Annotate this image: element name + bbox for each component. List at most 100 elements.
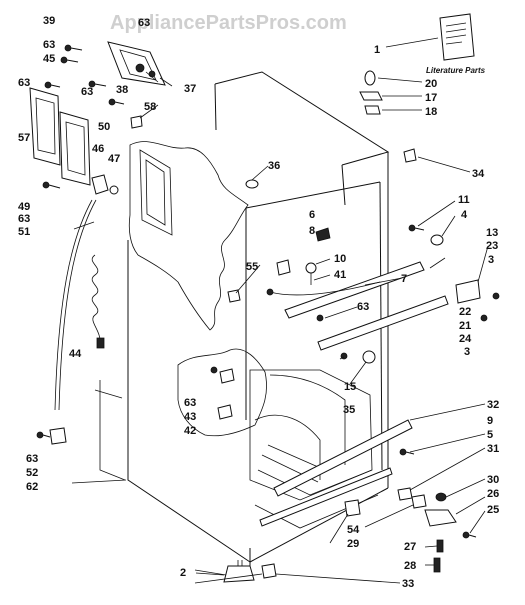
callout-29: 29 (347, 538, 359, 550)
callout-9: 9 (487, 415, 493, 427)
callout-58: 58 (144, 101, 156, 113)
callout-21: 21 (459, 320, 471, 332)
callout-labels: 39 63 63 45 63 63 38 37 58 50 57 46 47 4… (18, 15, 499, 590)
knob-36 (245, 179, 259, 189)
callout-25: 25 (487, 504, 499, 516)
callout-33: 33 (402, 578, 414, 590)
leader-lines (71, 37, 489, 584)
callout-3b: 3 (464, 346, 470, 358)
part-52 (49, 427, 67, 445)
callout-2: 2 (180, 567, 186, 579)
callout-17: 17 (425, 92, 437, 104)
shelf-rails (259, 261, 449, 527)
callout-26: 26 (487, 488, 499, 500)
callout-38: 38 (116, 84, 128, 96)
callout-13: 13 (486, 227, 498, 239)
callout-50: 50 (98, 121, 110, 133)
light-socket (91, 174, 109, 195)
cap-4 (430, 234, 444, 246)
callout-47: 47 (108, 153, 120, 165)
part-8 (276, 259, 291, 276)
bracket-50 (59, 111, 91, 186)
part-33 (261, 563, 277, 579)
callout-63-r: 63 (357, 301, 369, 313)
literature-booklet (439, 13, 475, 61)
callout-3a: 3 (488, 254, 494, 266)
callout-63-mid: 63 (81, 86, 93, 98)
callout-63-top: 63 (138, 17, 150, 29)
callout-4: 4 (461, 209, 468, 221)
part-34 (403, 148, 417, 163)
callout-22: 22 (459, 306, 471, 318)
callout-18: 18 (425, 106, 437, 118)
part-6 (315, 227, 331, 242)
callout-7: 7 (401, 273, 407, 285)
callout-45: 45 (43, 53, 55, 65)
callout-5: 5 (487, 429, 493, 441)
callout-28: 28 (404, 560, 416, 572)
cabinet-body (94, 71, 390, 578)
callout-46: 46 (92, 143, 104, 155)
bulb-47 (109, 185, 119, 195)
power-cord (91, 254, 101, 341)
callout-57: 57 (18, 132, 30, 144)
drain-tube (54, 199, 93, 411)
callout-62: 62 (26, 481, 38, 493)
callout-37: 37 (184, 83, 196, 95)
callout-24: 24 (459, 333, 472, 345)
callout-31: 31 (487, 443, 499, 455)
parts (29, 13, 500, 583)
callout-44: 44 (69, 348, 82, 360)
hinge-22 (455, 279, 481, 304)
bolt-28 (433, 557, 441, 573)
callout-63-lower: 63 (184, 397, 196, 409)
callout-63-left1: 63 (43, 39, 55, 51)
part-54 (344, 499, 361, 517)
callout-63-l3: 63 (18, 213, 30, 225)
control-housing (107, 41, 166, 86)
part-43 (219, 368, 235, 384)
callout-30: 30 (487, 474, 499, 486)
callout-63-left2: 63 (18, 77, 30, 89)
callout-49: 49 (18, 201, 30, 213)
callout-55: 55 (246, 261, 258, 273)
damper-10 (305, 262, 317, 274)
callout-42: 42 (184, 425, 196, 437)
roller-26 (424, 509, 457, 527)
callout-54: 54 (347, 524, 360, 536)
callout-36: 36 (268, 160, 280, 172)
callout-20: 20 (425, 78, 437, 90)
part-20 (364, 70, 376, 86)
callout-23: 23 (486, 240, 498, 252)
callout-11: 11 (458, 194, 470, 206)
callout-39: 39 (43, 15, 55, 27)
part-35 (362, 350, 376, 364)
watermark: AppliancePartsPros.com (110, 12, 347, 34)
callout-32: 32 (487, 399, 499, 411)
callout-41: 41 (334, 269, 346, 281)
callout-63-bottom: 63 (26, 453, 38, 465)
callout-35: 35 (343, 404, 355, 416)
callout-8: 8 (309, 225, 315, 237)
callout-27: 27 (404, 541, 416, 553)
callout-43: 43 (184, 411, 196, 423)
part-42 (217, 404, 233, 420)
part-30 (435, 492, 447, 502)
callout-52: 52 (26, 467, 38, 479)
bolt-27 (436, 539, 444, 553)
literature-label: Literature Parts (426, 66, 486, 75)
leader-33 (275, 573, 401, 584)
part-58 (130, 115, 143, 129)
part-55 (227, 289, 241, 303)
callout-6: 6 (309, 209, 315, 221)
callout-34: 34 (472, 168, 485, 180)
screw-set (36, 44, 500, 539)
leveler-2 (223, 565, 255, 583)
part-29 (411, 494, 427, 509)
callout-10: 10 (334, 253, 346, 265)
callout-1: 1 (374, 44, 380, 56)
leader-2 (195, 572, 225, 576)
part-18 (364, 105, 381, 115)
light-cover-57 (29, 87, 61, 166)
